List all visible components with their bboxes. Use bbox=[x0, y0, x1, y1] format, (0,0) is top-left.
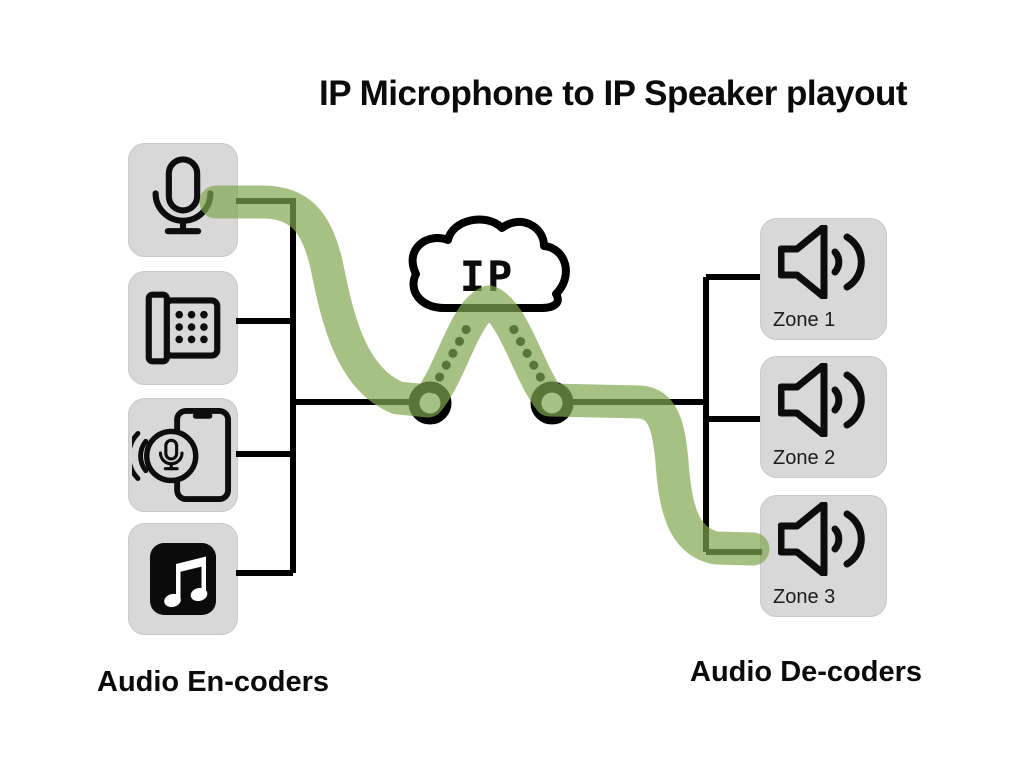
zone-label: Zone 2 bbox=[773, 447, 836, 469]
desk-phone-icon bbox=[145, 291, 221, 365]
encoders-caption: Audio En-coders bbox=[97, 666, 330, 698]
microphone-icon bbox=[152, 156, 214, 235]
zone-label: Zone 1 bbox=[773, 309, 836, 331]
highlight-audio-path bbox=[199, 185, 770, 566]
encoder-node-smartphone bbox=[128, 398, 238, 512]
speaker-icon bbox=[777, 502, 865, 576]
network-port-right bbox=[530, 381, 574, 425]
page-title: IP Microphone to IP Speaker playout bbox=[318, 74, 908, 113]
uplink-dotted-lines bbox=[428, 314, 552, 394]
decoder-node-zone-3: Zone 3 bbox=[760, 495, 887, 617]
wiring-lines bbox=[236, 198, 762, 576]
uplink-dots-right bbox=[503, 314, 552, 394]
smartphone-mic-icon bbox=[132, 407, 232, 503]
network-port-left bbox=[408, 381, 452, 425]
speaker-icon bbox=[777, 225, 865, 299]
uplink-dots-left bbox=[428, 314, 477, 394]
speaker-icon bbox=[777, 363, 865, 437]
ip-cloud: IP bbox=[408, 215, 570, 312]
encoder-node-microphone bbox=[128, 143, 238, 257]
decoder-node-zone-2: Zone 2 bbox=[760, 356, 887, 478]
cloud-icon bbox=[408, 215, 570, 312]
cloud-label: IP bbox=[460, 252, 515, 301]
music-note-icon bbox=[150, 543, 216, 615]
encoder-node-music-player bbox=[128, 523, 238, 635]
zone-label: Zone 3 bbox=[773, 586, 836, 608]
decoders-caption: Audio De-coders bbox=[690, 656, 923, 688]
encoder-node-desk-phone bbox=[128, 271, 238, 385]
decoder-node-zone-1: Zone 1 bbox=[760, 218, 887, 340]
